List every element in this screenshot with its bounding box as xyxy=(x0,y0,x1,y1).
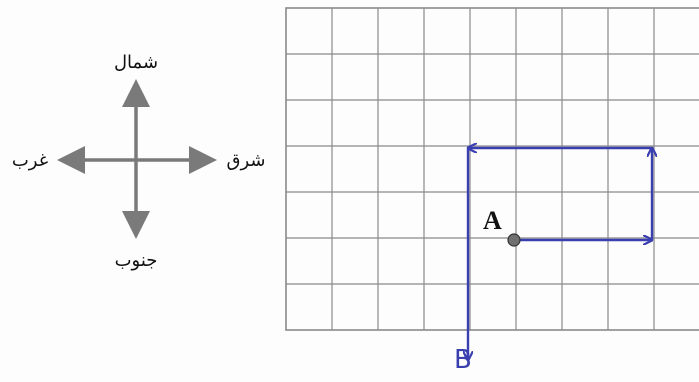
grid-border xyxy=(285,7,699,331)
point-a-marker xyxy=(507,233,521,247)
square-grid xyxy=(285,7,699,331)
compass-label-west: غرب xyxy=(12,150,48,171)
compass-label-south: جنوب xyxy=(115,250,158,271)
movement-path xyxy=(468,148,652,362)
point-a-label: A xyxy=(483,206,502,235)
compass-label-east: شرق xyxy=(227,150,266,171)
compass-label-north: شمال xyxy=(114,52,158,73)
compass-rose: شمال جنوب شرق غرب xyxy=(12,52,266,271)
point-b-label: B xyxy=(454,345,472,375)
